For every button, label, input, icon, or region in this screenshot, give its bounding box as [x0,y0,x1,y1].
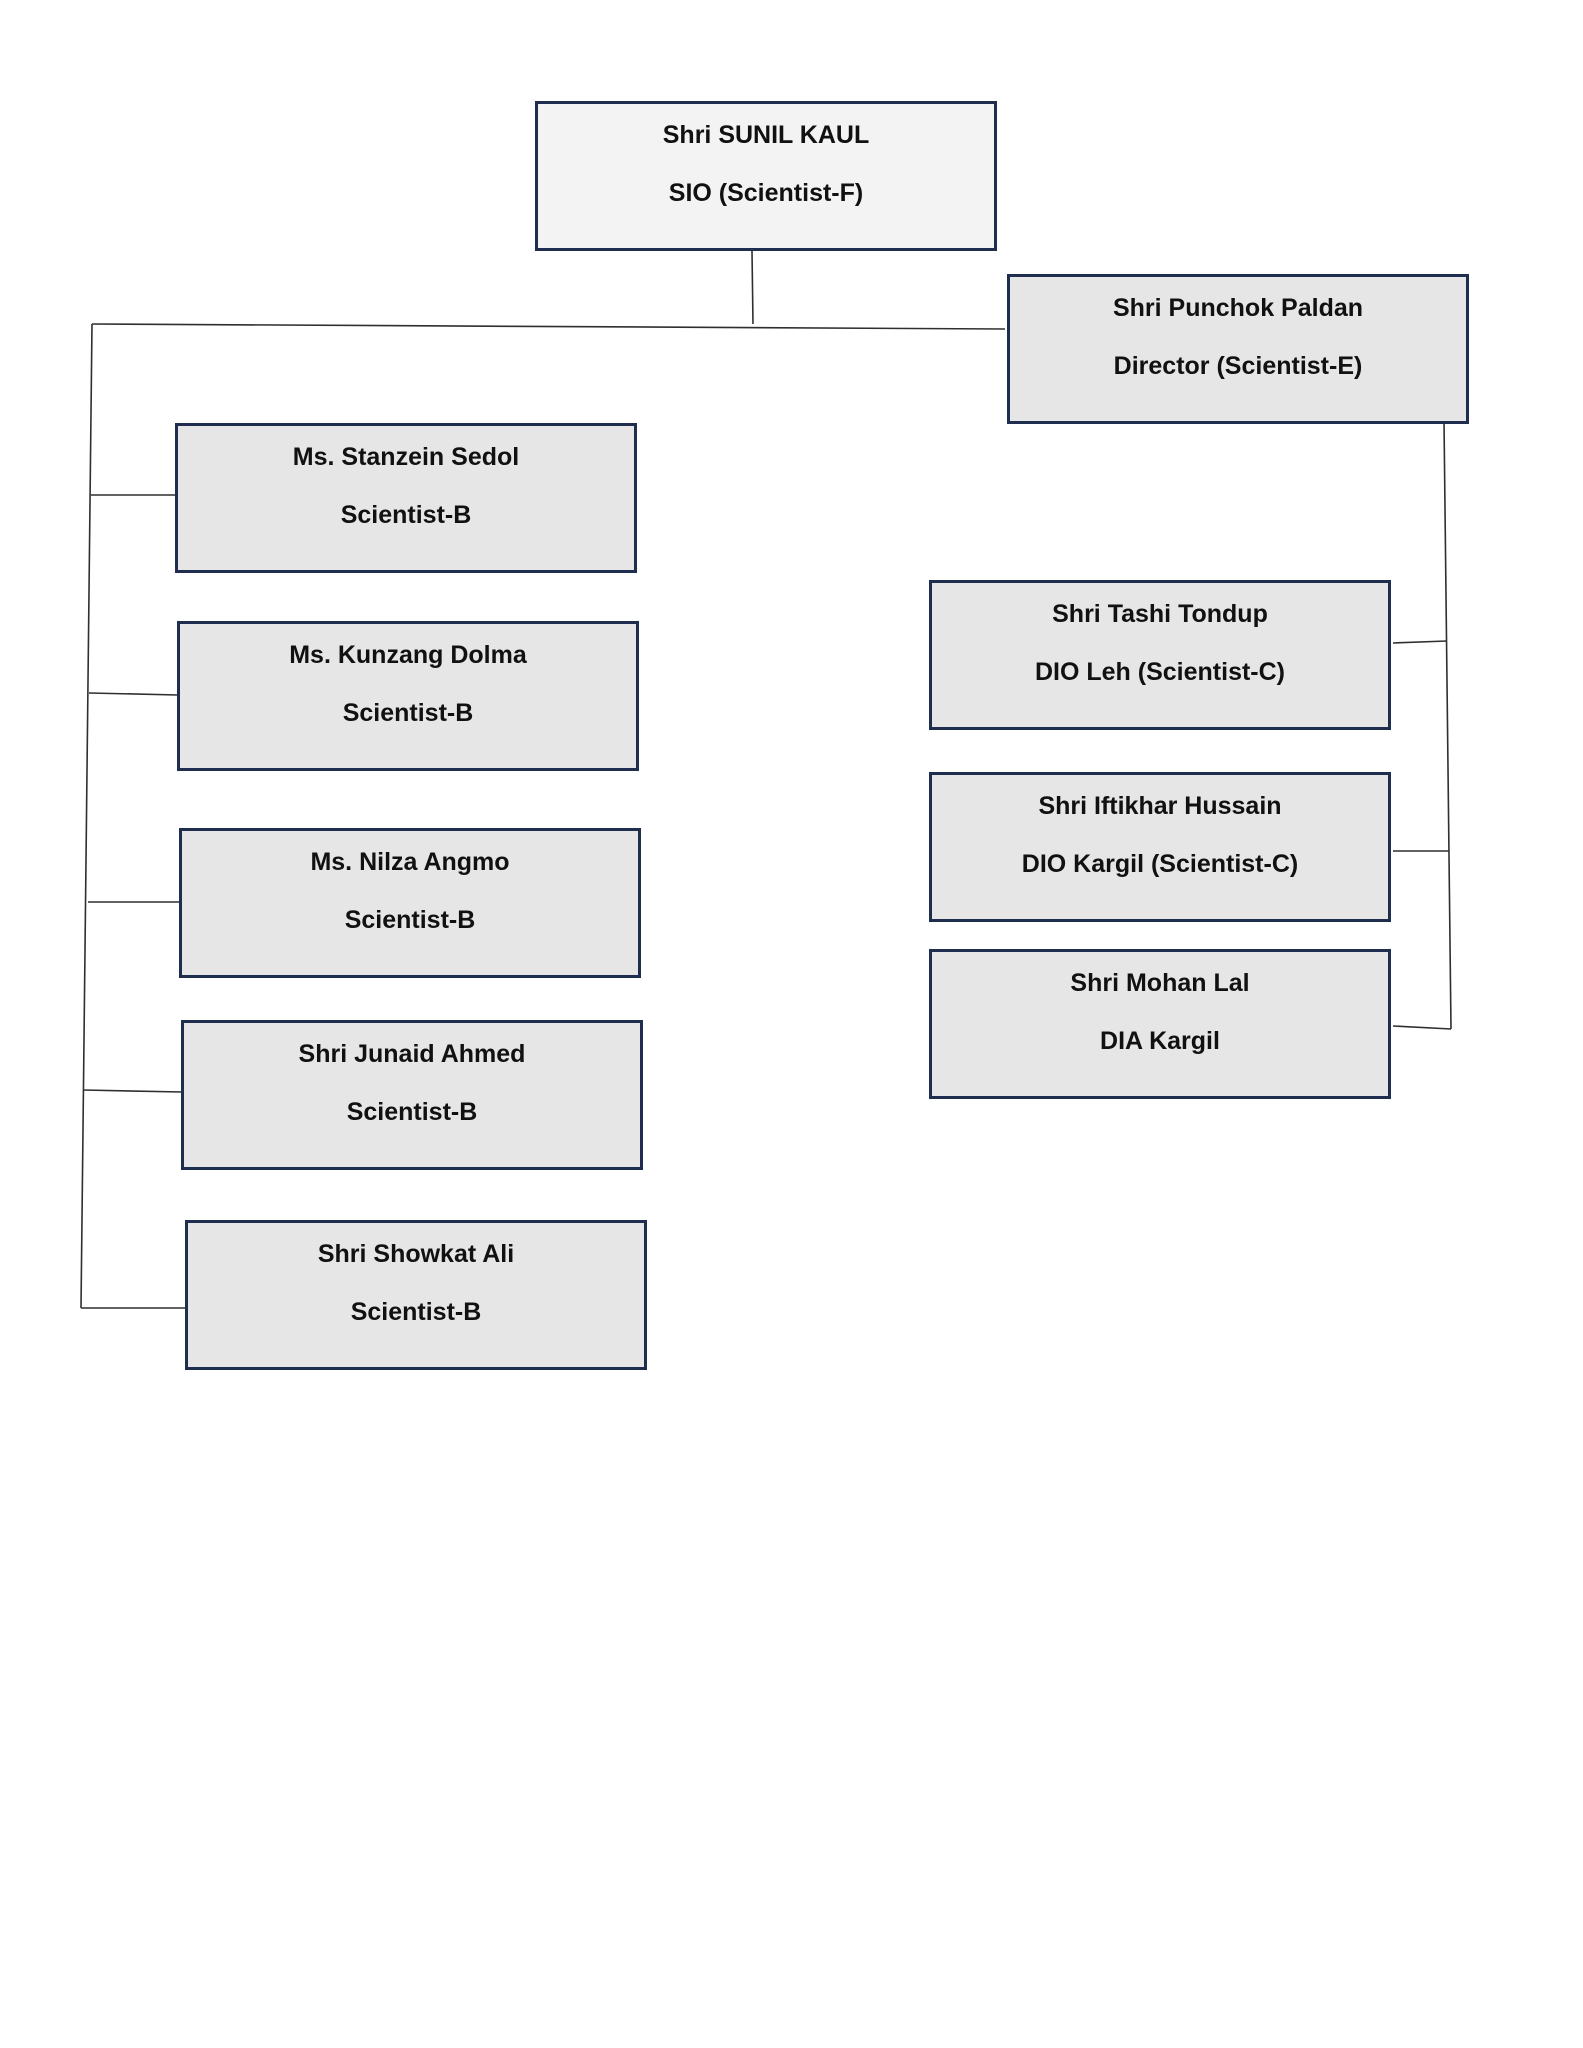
head-name: Shri SUNIL KAUL [662,121,870,149]
staff-role: Scientist-B [344,906,476,934]
staff-role: Scientist-B [340,501,472,529]
staff-role: Scientist-B [350,1298,482,1326]
staff-name: Shri Showkat Ali [317,1240,515,1268]
right-staff-box-2: Shri Iftikhar Hussain DIO Kargil (Scient… [929,772,1391,922]
head-role: SIO (Scientist-F) [668,179,864,207]
right-staff-box-1: Shri Tashi Tondup DIO Leh (Scientist-C) [929,580,1391,730]
staff-role: DIO Kargil (Scientist-C) [1021,850,1299,878]
director-box: Shri Punchok Paldan Director (Scientist-… [1007,274,1469,424]
connector-left-branch-4 [82,1089,183,1093]
connector-right-branch-1 [1392,640,1448,644]
head-box: Shri SUNIL KAUL SIO (Scientist-F) [535,101,997,251]
staff-name: Ms. Stanzein Sedol [292,443,520,471]
left-staff-box-3: Ms. Nilza Angmo Scientist-B [179,828,641,978]
director-role: Director (Scientist-E) [1113,352,1363,380]
right-staff-box-3: Shri Mohan Lal DIA Kargil [929,949,1391,1099]
director-name: Shri Punchok Paldan [1112,294,1364,322]
left-staff-box-2: Ms. Kunzang Dolma Scientist-B [177,621,639,771]
connector-head-stem [751,250,754,325]
staff-role: DIO Leh (Scientist-C) [1034,658,1285,686]
staff-name: Shri Iftikhar Hussain [1038,792,1282,820]
staff-name: Shri Junaid Ahmed [298,1040,526,1068]
staff-name: Shri Mohan Lal [1070,969,1250,997]
staff-name: Shri Tashi Tondup [1052,600,1268,628]
staff-name: Ms. Kunzang Dolma [289,641,527,669]
left-staff-box-4: Shri Junaid Ahmed Scientist-B [181,1020,643,1170]
staff-role: DIA Kargil [1100,1027,1220,1055]
left-staff-box-5: Shri Showkat Ali Scientist-B [185,1220,647,1370]
connector-left-spine [80,323,93,1309]
staff-name: Ms. Nilza Angmo [310,848,510,876]
staff-role: Scientist-B [342,699,474,727]
staff-role: Scientist-B [346,1098,478,1126]
connector-left-branch-2 [88,692,179,696]
connector-right-branch-3 [1392,1025,1452,1030]
connector-right-spine [1443,420,1452,1030]
left-staff-box-1: Ms. Stanzein Sedol Scientist-B [175,423,637,573]
connector-main-bar [91,323,1006,330]
